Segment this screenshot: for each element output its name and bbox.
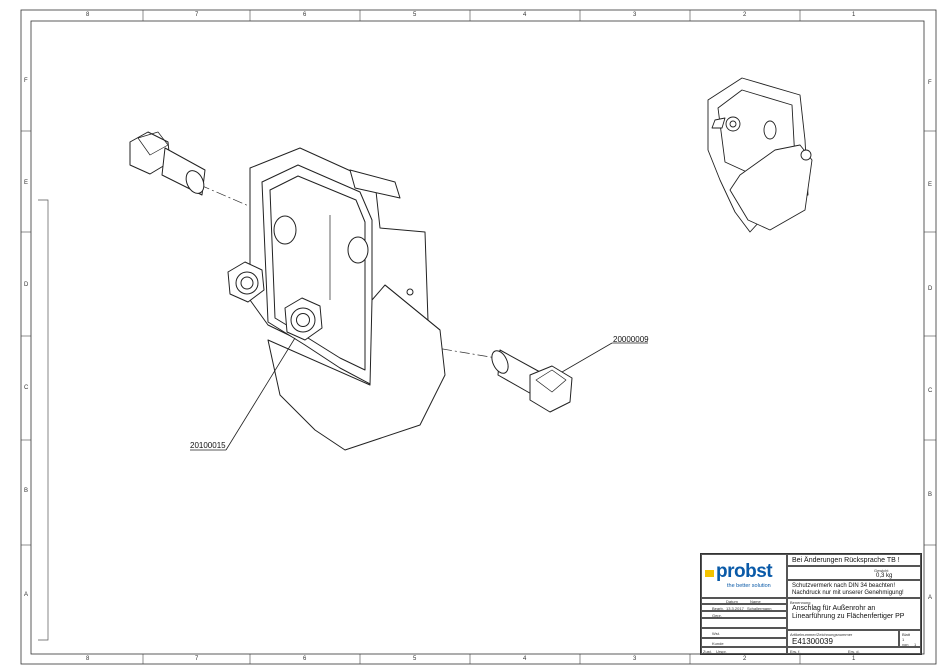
row-urspr-label: Urspr. [716, 649, 727, 654]
col-name: Name [750, 599, 761, 604]
left-margin-bracket [38, 199, 49, 641]
zone-letter: A [928, 595, 933, 601]
bracket-hole-left [273, 215, 297, 245]
outer-frame [20, 9, 937, 665]
zone-number: 5 [413, 656, 417, 662]
part-callout-nut: 20100015 [190, 441, 226, 450]
sheet-cell: Blatt 1 von 1 [899, 630, 921, 647]
nut-left [227, 261, 265, 303]
zone-number: 6 [303, 12, 307, 18]
title-line-1: Anschlag für Außenrohr an [792, 605, 876, 612]
zone-letter: E [24, 180, 29, 186]
nut-right [284, 297, 323, 341]
blatt-label: Blatt [902, 632, 911, 637]
row-zust-label: Zust. [703, 649, 712, 654]
inner-frame [30, 20, 925, 655]
change-note-cell: Bei Änderungen Rücksprache TB ! [787, 554, 921, 566]
row-zust: Zust. Urspr. [701, 647, 787, 654]
bolt-upper [129, 131, 206, 196]
protection-line-1: Schutzvermerk nach DIN 34 beachten! [792, 583, 896, 589]
ers-durch-label: Ers. d. [848, 649, 860, 654]
weight-value: 0,3 kg [876, 573, 893, 579]
drawing-number: E41300039 [792, 637, 833, 646]
zone-letter: D [24, 282, 29, 288]
zone-number: 8 [86, 656, 90, 662]
title-block: Bei Änderungen Rücksprache TB ! Gewicht … [700, 553, 922, 655]
part-callout-bolt: 20000009 [613, 335, 649, 344]
bolt-lower [491, 349, 573, 413]
zone-ticks [21, 10, 936, 664]
zone-number: 7 [195, 12, 199, 18]
benennung-label: Benennung [790, 600, 811, 605]
logo-cell: probst the better solution [701, 554, 787, 598]
logo-tagline: the better solution [727, 583, 771, 589]
main-assembly-view [129, 131, 648, 451]
logo-mark [705, 570, 714, 577]
weight-cell: Gewicht 0,3 kg [787, 566, 921, 580]
bearb-date: 13.3.2017 [726, 606, 744, 611]
zone-number: 4 [523, 12, 527, 18]
weight-label: Gewicht [874, 568, 889, 573]
ers-label: Ers. f. [790, 649, 801, 654]
row-wst: Wst. [701, 628, 787, 638]
zone-letter: D [928, 286, 933, 292]
drawing-number-label: Artikelnummer/Zeichnungsnummer [790, 632, 853, 637]
bracket-hole-right [347, 236, 369, 264]
von-value: 1 [914, 642, 917, 647]
row-bearb-label: Bearb. [712, 606, 724, 611]
zone-letter: B [24, 488, 29, 494]
zone-number: 3 [633, 12, 637, 18]
zone-letter: C [24, 385, 29, 391]
probst-logo: probst the better solution [705, 561, 781, 595]
title-cell: Benennung Anschlag für Außenrohr an Line… [787, 598, 921, 630]
zone-number: 8 [86, 12, 90, 18]
blatt-value: 1 [902, 637, 905, 642]
zone-number: 7 [195, 656, 199, 662]
zone-number: 2 [743, 656, 747, 662]
header-row: Datum Name [701, 598, 787, 604]
plate-pin [406, 288, 414, 296]
row-gepr: Gepr. [701, 611, 787, 618]
protection-line-2: Nachdruck nur mit unserer Genehmigung! [792, 590, 904, 596]
zone-letter: B [928, 492, 933, 498]
row-kunde: Kunde [701, 638, 787, 647]
change-note: Bei Änderungen Rücksprache TB ! [792, 557, 900, 564]
zone-number: 5 [413, 12, 417, 18]
von-label: von [902, 642, 909, 647]
drawing-number-cell: Artikelnummer/Zeichnungsnummer E41300039 [787, 630, 899, 647]
row-blank [701, 618, 787, 628]
zone-number: 1 [852, 656, 856, 662]
replacement-row: Ers. f. Ers. d. [787, 647, 921, 654]
assembled-view [707, 77, 813, 233]
zone-letter: F [24, 78, 28, 84]
zone-number: 6 [303, 656, 307, 662]
row-bearb: Bearb. 13.3.2017 Schallermann [701, 604, 787, 611]
zone-number: 4 [523, 656, 527, 662]
row-gepr-label: Gepr. [712, 613, 722, 618]
zone-number: 2 [743, 12, 747, 18]
protection-cell: Schutzvermerk nach DIN 34 beachten! Nach… [787, 580, 921, 598]
col-datum: Datum [726, 599, 738, 604]
zone-letter: A [24, 592, 29, 598]
logo-word: probst [716, 561, 773, 582]
title-line-2: Linearführung zu Flächenfertiger PP [792, 613, 905, 620]
zone-letter: F [928, 80, 932, 86]
hook-plate [267, 284, 446, 451]
bearb-name: Schallermann [747, 606, 772, 611]
zone-number: 1 [852, 12, 856, 18]
zone-number: 3 [633, 656, 637, 662]
row-wst-label: Wst. [712, 631, 720, 636]
zone-letter: E [928, 182, 933, 188]
row-kunde-label: Kunde [712, 641, 724, 646]
zone-letter: C [928, 388, 933, 394]
leader-lines [190, 337, 648, 451]
